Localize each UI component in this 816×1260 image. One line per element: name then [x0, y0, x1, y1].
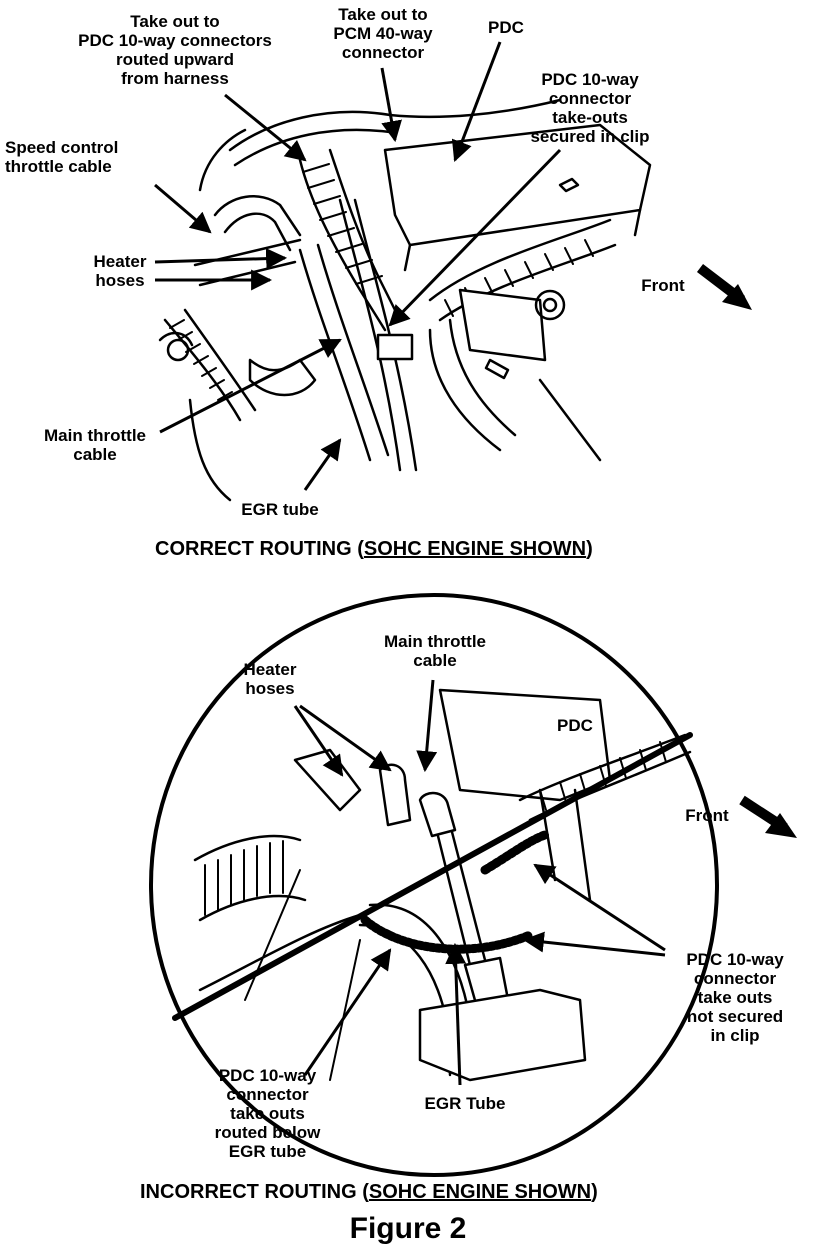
label-pdc-bottom: PDC [557, 716, 593, 735]
label-egr-tube-top: EGR tube [241, 500, 319, 519]
top-engine-illustration [158, 98, 652, 502]
label-speed-control-throttle-cable: Speed control throttle cable [5, 138, 119, 176]
label-pdc-not-secured-in-clip: PDC 10-way connector take outs not secur… [686, 950, 784, 1045]
label-take-out-pdc: Take out to PDC 10-way connectors routed… [78, 12, 272, 88]
caption-correct-routing: CORRECT ROUTING (SOHC ENGINE SHOWN) [155, 538, 593, 560]
top-front-arrow-icon [696, 264, 752, 310]
label-heater-hoses-top: Heater hoses [93, 252, 147, 290]
label-pdc-routed-below-egr: PDC 10-way connector take outs routed be… [214, 1066, 321, 1161]
figure-title: Figure 2 [349, 1212, 467, 1245]
top-leader-lines [154, 41, 562, 491]
label-pdc-secured-in-clip: PDC 10-way connector take-outs secured i… [530, 70, 650, 146]
bottom-front-arrow-icon [739, 795, 797, 838]
label-pdc-top: PDC [488, 18, 524, 37]
caption-incorrect-routing: INCORRECT ROUTING (SOHC ENGINE SHOWN) [140, 1181, 598, 1203]
label-front-bottom: Front [685, 806, 729, 825]
label-main-throttle-cable-bottom: Main throttle cable [384, 632, 486, 670]
bottom-circle-illustration [149, 593, 719, 1177]
label-heater-hoses-bottom: Heater hoses [243, 660, 297, 698]
label-front-top: Front [641, 276, 685, 295]
label-main-throttle-cable-top: Main throttle cable [44, 426, 146, 464]
label-take-out-pcm: Take out to PCM 40-way connector [333, 5, 433, 62]
bottom-leader-lines [293, 679, 666, 1086]
label-egr-tube-bottom: EGR Tube [424, 1094, 506, 1113]
